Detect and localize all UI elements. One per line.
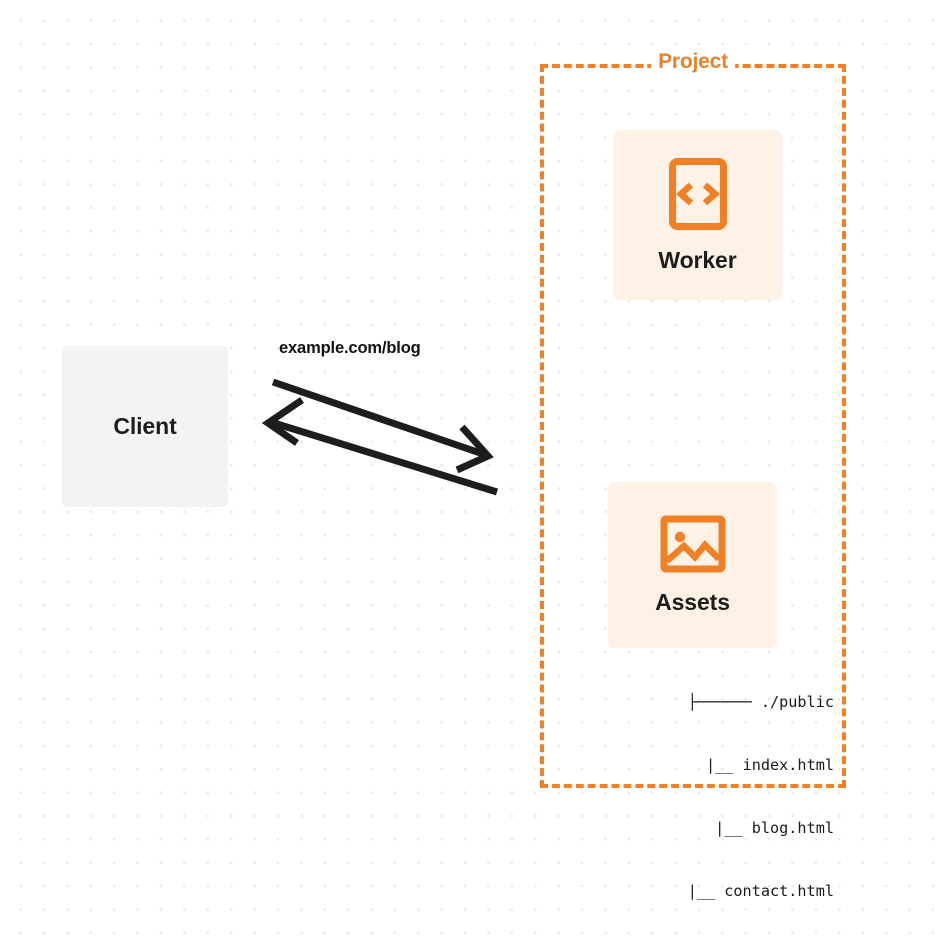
file-tree-item-prefix: |__	[705, 756, 743, 774]
assets-node-label: Assets	[655, 588, 730, 615]
code-brackets-icon	[668, 157, 727, 230]
project-group: Project Worker Assets ├────── ./public |…	[540, 48, 846, 900]
request-arrow	[271, 378, 494, 474]
file-tree-item-prefix: |__	[687, 882, 725, 900]
file-tree-item-name: contact.html	[724, 882, 834, 900]
file-tree-item: |__ contact.html	[584, 881, 834, 902]
file-tree-item: |__ blog.html	[584, 818, 834, 839]
client-node-label: Client	[113, 413, 177, 439]
assets-file-tree: ├────── ./public |__ index.html |__ blog…	[584, 650, 834, 944]
file-tree-item-name: index.html	[742, 756, 834, 774]
file-tree-item: |__ index.html	[584, 755, 834, 776]
file-tree-root-prefix: ├──────	[687, 693, 761, 711]
client-node[interactable]: Client	[62, 346, 228, 507]
file-tree-item-name: blog.html	[751, 819, 834, 837]
connection-arrows	[261, 378, 499, 496]
worker-node-label: Worker	[658, 246, 737, 273]
response-arrow	[261, 397, 499, 496]
file-tree-root-row: ├────── ./public	[584, 692, 834, 713]
project-title: Project	[651, 48, 735, 76]
connection-label: example.com/blog	[279, 339, 421, 357]
file-tree-item-prefix: |__	[715, 819, 752, 837]
image-icon	[660, 515, 725, 572]
diagram-canvas: Client example.com/blog Project Worker	[62, 48, 846, 900]
assets-node[interactable]: Assets	[608, 482, 777, 648]
file-tree-root-label: ./public	[760, 693, 834, 711]
worker-node[interactable]: Worker	[613, 130, 782, 300]
